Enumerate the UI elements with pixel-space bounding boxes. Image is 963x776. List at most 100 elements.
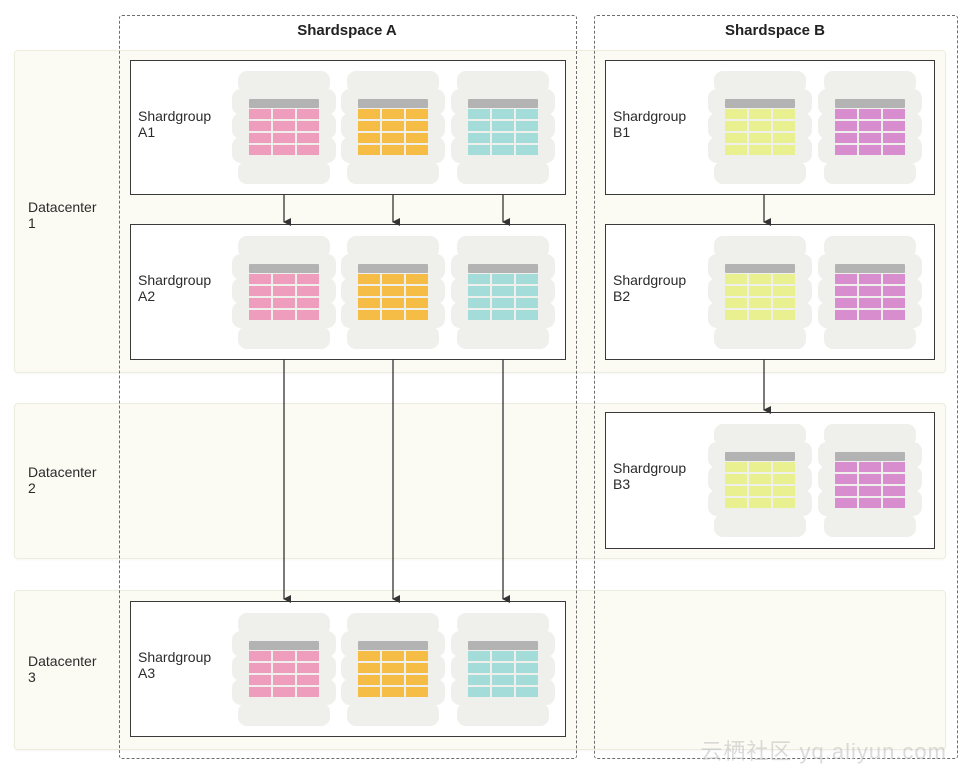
table-cell — [883, 133, 905, 143]
table-cell — [297, 145, 319, 155]
table-grid — [358, 109, 428, 155]
shard-plate — [824, 161, 916, 184]
table-cell — [273, 274, 295, 284]
table-cell — [406, 121, 428, 131]
shard-plate — [347, 703, 439, 726]
table-cell — [273, 687, 295, 697]
shard-plate — [714, 236, 806, 258]
table-grid — [725, 109, 795, 155]
table-cell — [773, 286, 795, 296]
shard-orange — [341, 236, 445, 349]
table-cell — [358, 687, 380, 697]
shard-lime — [708, 236, 812, 349]
table-cell — [835, 145, 857, 155]
table-icon — [249, 641, 319, 697]
shard-plate — [457, 71, 549, 93]
shardgroup-a2-label: Shardgroup A2 — [138, 272, 212, 304]
shardgroup-b1-label: Shardgroup B1 — [613, 108, 687, 140]
table-cell — [249, 298, 271, 308]
shard-plate — [457, 236, 549, 258]
shard-plate — [457, 326, 549, 349]
shard-plate — [238, 161, 330, 184]
table-header-bar — [249, 641, 319, 650]
shard-magenta — [818, 424, 922, 537]
table-cell — [883, 462, 905, 472]
table-cell — [297, 298, 319, 308]
table-cell — [492, 274, 514, 284]
table-header-bar — [468, 99, 538, 108]
table-cell — [249, 145, 271, 155]
table-cell — [749, 286, 771, 296]
table-cell — [382, 109, 404, 119]
table-cell — [516, 121, 538, 131]
table-cell — [883, 498, 905, 508]
table-cell — [273, 109, 295, 119]
table-cell — [249, 675, 271, 685]
table-cell — [297, 675, 319, 685]
table-cell — [859, 109, 881, 119]
table-cell — [382, 687, 404, 697]
table-cell — [382, 274, 404, 284]
table-cell — [468, 274, 490, 284]
table-icon — [835, 264, 905, 320]
table-cell — [859, 274, 881, 284]
table-cell — [406, 109, 428, 119]
table-cell — [725, 298, 747, 308]
table-cell — [358, 133, 380, 143]
table-cell — [835, 486, 857, 496]
table-cell — [835, 274, 857, 284]
table-cell — [773, 486, 795, 496]
table-cell — [749, 498, 771, 508]
table-cell — [725, 121, 747, 131]
table-cell — [358, 274, 380, 284]
table-grid — [835, 274, 905, 320]
table-cell — [883, 286, 905, 296]
table-cell — [297, 651, 319, 661]
table-cell — [859, 486, 881, 496]
shardgroup-b2: Shardgroup B2 — [605, 224, 935, 360]
shardgroup-b3-label: Shardgroup B3 — [613, 460, 687, 492]
table-cell — [468, 286, 490, 296]
table-cell — [249, 663, 271, 673]
table-cell — [273, 310, 295, 320]
table-header-bar — [725, 452, 795, 461]
shardgroup-b3: Shardgroup B3 — [605, 412, 935, 549]
table-cell — [382, 145, 404, 155]
table-cell — [859, 298, 881, 308]
shard-plate — [238, 236, 330, 258]
table-cell — [725, 310, 747, 320]
table-grid — [725, 274, 795, 320]
table-cell — [492, 663, 514, 673]
table-icon — [358, 264, 428, 320]
table-cell — [773, 109, 795, 119]
shard-pink — [232, 71, 336, 184]
table-grid — [468, 651, 538, 697]
table-cell — [749, 109, 771, 119]
table-cell — [468, 675, 490, 685]
shard-lime — [708, 424, 812, 537]
table-cell — [249, 687, 271, 697]
shard-orange — [341, 613, 445, 726]
shard-plate — [238, 613, 330, 635]
shard-plate — [824, 326, 916, 349]
shardgroup-a3-label: Shardgroup A3 — [138, 649, 212, 681]
table-cell — [859, 286, 881, 296]
table-cell — [406, 286, 428, 296]
table-cell — [516, 109, 538, 119]
shard-plate — [238, 326, 330, 349]
table-cell — [773, 298, 795, 308]
table-cell — [859, 145, 881, 155]
table-cell — [468, 663, 490, 673]
table-cell — [406, 651, 428, 661]
table-grid — [249, 109, 319, 155]
shard-teal — [451, 71, 555, 184]
table-icon — [835, 452, 905, 508]
table-cell — [468, 310, 490, 320]
shard-plate — [347, 161, 439, 184]
table-cell — [835, 310, 857, 320]
table-cell — [516, 687, 538, 697]
table-cell — [725, 133, 747, 143]
datacenter-2-label: Datacenter 2 — [28, 464, 97, 496]
shard-orange — [341, 71, 445, 184]
table-cell — [773, 145, 795, 155]
